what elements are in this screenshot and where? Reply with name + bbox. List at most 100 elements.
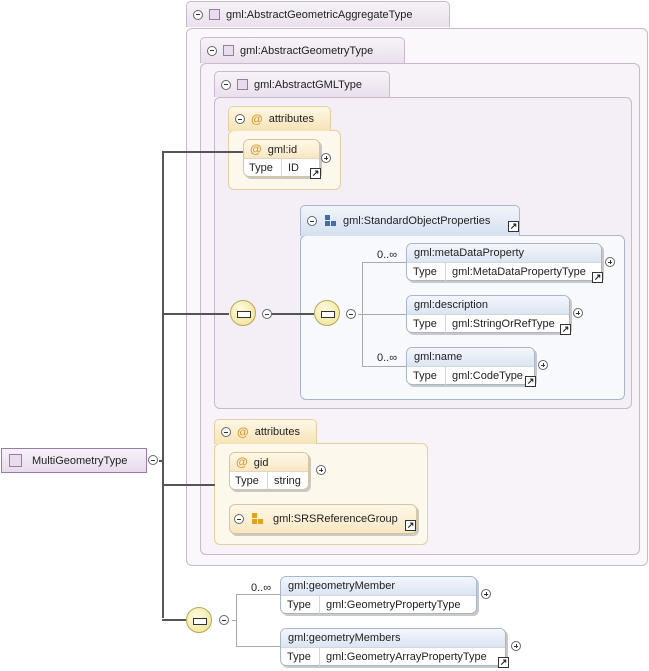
cardinality: 0..∞ bbox=[377, 249, 398, 261]
expand-icon[interactable] bbox=[538, 360, 548, 370]
attributes-label: attributes bbox=[254, 426, 300, 438]
attribute-type: ID bbox=[288, 162, 299, 174]
sequence-compositor-icon[interactable] bbox=[314, 300, 340, 326]
root-type-label: MultiGeometryType bbox=[32, 454, 128, 467]
link-arrow-icon[interactable]: ↗ bbox=[560, 324, 571, 335]
connector-line bbox=[162, 313, 229, 315]
gml-attributes-tab[interactable]: @ attributes bbox=[228, 106, 331, 131]
element-name: gml:geometryMember bbox=[281, 577, 476, 595]
link-arrow-icon[interactable]: ↗ bbox=[508, 221, 519, 232]
attribute-icon: @ bbox=[237, 425, 249, 439]
element-type: gml:StringOrRefType bbox=[452, 318, 555, 330]
element-type: gml:CodeType bbox=[452, 370, 523, 382]
link-arrow-icon[interactable]: ↗ bbox=[405, 520, 416, 531]
collapse-icon[interactable] bbox=[219, 615, 229, 625]
element-name: gml:name bbox=[407, 348, 534, 366]
geometry-members-element[interactable]: gml:geometryMembers Type gml:GeometryArr… bbox=[280, 628, 506, 666]
complex-type-icon bbox=[9, 454, 22, 467]
bracket-line bbox=[362, 262, 363, 366]
collapse-icon[interactable] bbox=[221, 79, 231, 90]
collapse-icon[interactable] bbox=[346, 309, 356, 319]
expand-icon[interactable] bbox=[321, 153, 331, 163]
expand-icon[interactable] bbox=[605, 257, 615, 267]
element-name: gml:metaDataProperty bbox=[407, 244, 601, 262]
srs-group-label: gml:SRSReferenceGroup bbox=[273, 513, 398, 525]
element-name: gml:geometryMembers bbox=[281, 629, 505, 647]
attribute-type: string bbox=[274, 475, 301, 487]
srs-reference-group[interactable]: gml:SRSReferenceGroup bbox=[229, 504, 417, 534]
expand-icon[interactable] bbox=[234, 514, 244, 524]
aggregate-type-tab[interactable]: gml:AbstractGeometricAggregateType bbox=[186, 1, 450, 27]
geometry-type-tab[interactable]: gml:AbstractGeometryType bbox=[200, 37, 405, 63]
name-element[interactable]: gml:name Type gml:CodeType bbox=[406, 347, 535, 385]
type-key: Type bbox=[244, 159, 282, 177]
complex-type-icon bbox=[223, 45, 234, 56]
bracket-line bbox=[362, 366, 406, 367]
bracket-line bbox=[236, 594, 280, 595]
description-element[interactable]: gml:description Type gml:StringOrRefType bbox=[406, 295, 570, 333]
collapse-icon[interactable] bbox=[262, 309, 272, 319]
bracket-line bbox=[358, 314, 406, 315]
expand-icon[interactable] bbox=[511, 641, 521, 651]
type-key: Type bbox=[281, 596, 320, 614]
attribute-icon: @ bbox=[251, 112, 263, 126]
gml-id-attribute[interactable]: @ gml:id Type ID bbox=[243, 139, 320, 177]
geometry-member-element[interactable]: gml:geometryMember Type gml:GeometryProp… bbox=[280, 576, 477, 614]
element-name: gml:description bbox=[407, 296, 569, 314]
group-icon bbox=[252, 513, 264, 525]
attribute-name: gid bbox=[253, 457, 269, 469]
connector-line bbox=[159, 460, 164, 462]
attributes-label: attributes bbox=[268, 113, 314, 125]
bracket-line bbox=[236, 646, 280, 647]
collapse-icon[interactable] bbox=[207, 45, 217, 56]
link-arrow-icon[interactable]: ↗ bbox=[498, 657, 509, 668]
expand-icon[interactable] bbox=[481, 589, 491, 599]
expand-icon[interactable] bbox=[316, 465, 326, 475]
std-group-label: gml:StandardObjectProperties bbox=[343, 215, 491, 227]
element-type: gml:GeometryArrayPropertyType bbox=[326, 651, 487, 663]
element-type: gml:GeometryPropertyType bbox=[326, 599, 461, 611]
collapse-icon[interactable] bbox=[235, 114, 245, 124]
link-arrow-icon[interactable]: ↗ bbox=[310, 168, 321, 179]
attribute-icon: @ bbox=[250, 142, 262, 156]
expand-icon[interactable] bbox=[573, 308, 583, 318]
complex-type-icon bbox=[237, 79, 248, 90]
link-arrow-icon[interactable]: ↗ bbox=[525, 376, 536, 387]
attribute-name: gml:id bbox=[267, 144, 298, 156]
collapse-icon[interactable] bbox=[221, 427, 231, 437]
gml-type-tab[interactable]: gml:AbstractGMLType bbox=[214, 71, 390, 97]
element-type: gml:MetaDataPropertyType bbox=[452, 266, 586, 278]
geometry-type-label: gml:AbstractGeometryType bbox=[240, 44, 374, 57]
root-type-box[interactable]: MultiGeometryType bbox=[1, 448, 147, 473]
group-icon bbox=[325, 215, 337, 227]
type-key: Type bbox=[407, 263, 446, 281]
gml-type-label: gml:AbstractGMLType bbox=[254, 78, 362, 91]
connector-line bbox=[162, 152, 164, 618]
connector-line bbox=[272, 313, 314, 315]
type-key: Type bbox=[407, 315, 446, 333]
meta-data-property-element[interactable]: gml:metaDataProperty Type gml:MetaDataPr… bbox=[406, 243, 602, 281]
sequence-compositor-icon[interactable] bbox=[186, 607, 212, 633]
connector-line bbox=[162, 484, 215, 486]
collapse-icon[interactable] bbox=[193, 9, 203, 20]
collapse-icon[interactable] bbox=[307, 216, 317, 226]
connector-line bbox=[162, 619, 186, 621]
gid-attribute[interactable]: @ gid Type string bbox=[229, 452, 309, 490]
attribute-icon: @ bbox=[236, 455, 248, 469]
collapse-icon[interactable] bbox=[148, 455, 158, 465]
bracket-line bbox=[236, 594, 237, 646]
cardinality: 0..∞ bbox=[251, 582, 272, 594]
connector-line bbox=[162, 151, 243, 153]
complex-type-icon bbox=[209, 9, 220, 20]
link-arrow-icon[interactable]: ↗ bbox=[592, 272, 603, 283]
bracket-line bbox=[232, 620, 236, 621]
type-key: Type bbox=[281, 648, 320, 666]
bracket-line bbox=[362, 262, 406, 263]
cardinality: 0..∞ bbox=[377, 352, 398, 364]
std-group-tab[interactable]: gml:StandardObjectProperties bbox=[300, 205, 520, 236]
type-key: Type bbox=[407, 367, 446, 385]
sequence-compositor-icon[interactable] bbox=[230, 300, 256, 326]
type-key: Type bbox=[230, 472, 268, 490]
geometry-attributes-tab[interactable]: @ attributes bbox=[214, 419, 317, 444]
aggregate-type-label: gml:AbstractGeometricAggregateType bbox=[226, 8, 413, 21]
